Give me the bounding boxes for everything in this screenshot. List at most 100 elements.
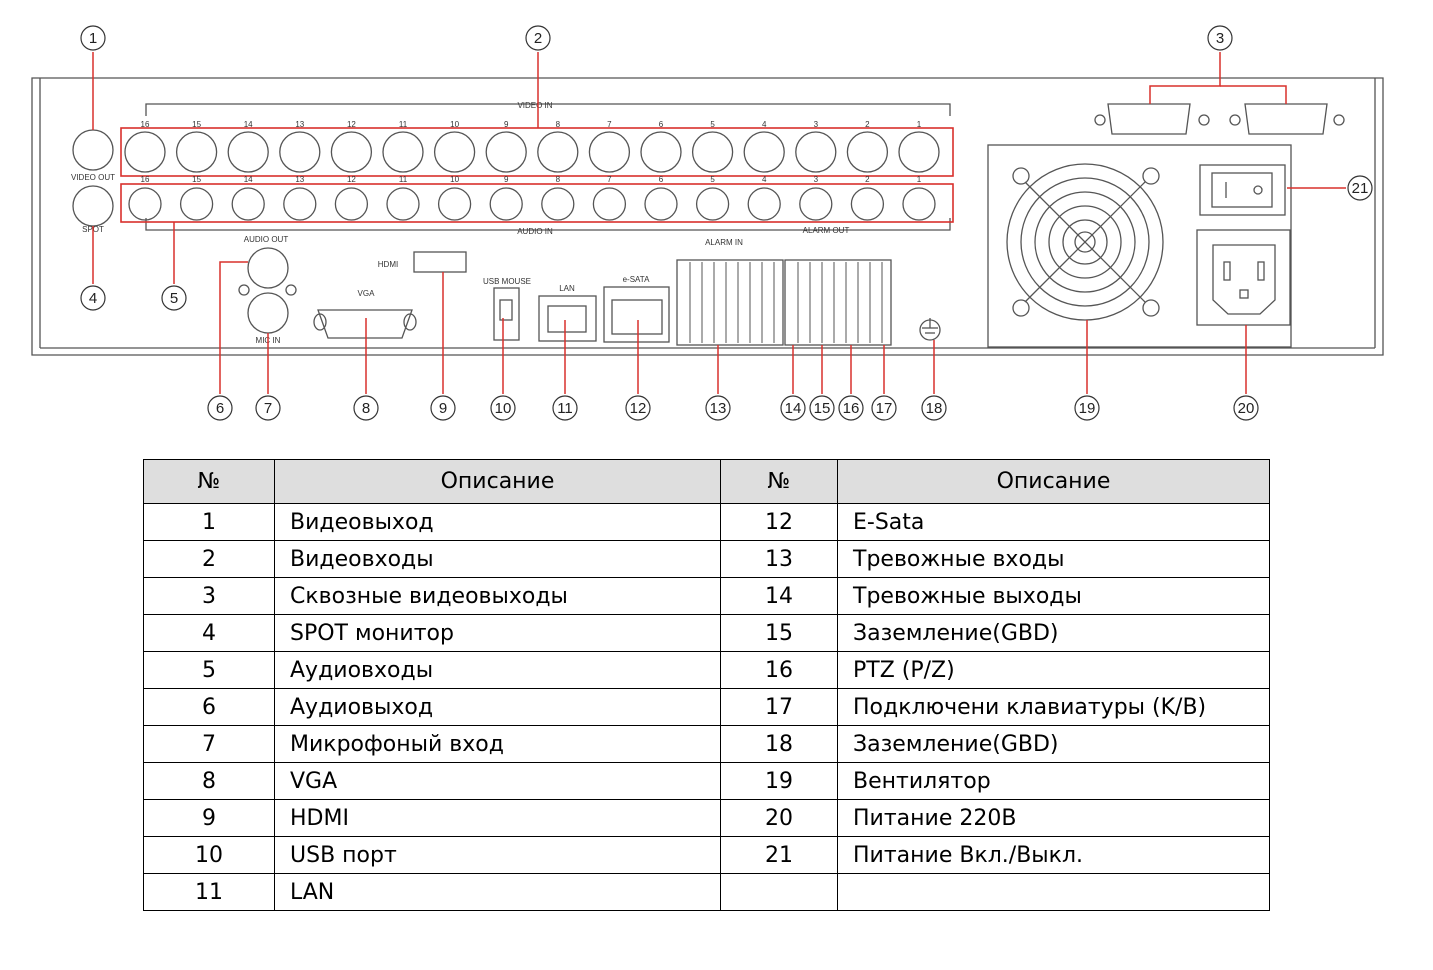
callout-circle <box>207 395 233 421</box>
rear-panel-diagram: VIDEO IN AUDIO IN VIDEO OUT SPOT AUDIO O… <box>31 25 1384 421</box>
video-channel-number: 5 <box>710 120 715 129</box>
video-channel-number: 16 <box>141 120 150 129</box>
callout-circle <box>705 395 731 421</box>
spot-bnc-icon <box>72 185 114 227</box>
audio-channel-number: 6 <box>659 175 664 184</box>
audio-channel-number: 8 <box>556 175 561 184</box>
video-in-bnc-icon <box>279 131 321 173</box>
audio-in-rca-icon <box>695 187 730 221</box>
callout-circle <box>780 395 806 421</box>
video-in-bnc-icon <box>382 131 424 173</box>
callout-leader <box>1220 85 1287 104</box>
row-desc-left: Видеовходы <box>274 540 721 578</box>
label-hdmi: HDMI <box>378 260 398 269</box>
alarm-in-block <box>676 259 784 346</box>
row-desc-right: Вентилятор <box>837 762 1270 800</box>
hdmi-port-icon <box>413 251 467 273</box>
row-num-right: 13 <box>720 540 838 578</box>
callout-circle <box>871 395 897 421</box>
callout-number: 1 <box>89 30 97 47</box>
callout-number: 8 <box>362 400 370 417</box>
audio-channel-number: 4 <box>762 175 767 184</box>
callout-number: 15 <box>814 400 831 417</box>
row-num-right <box>720 873 838 911</box>
callout-number: 17 <box>876 400 893 417</box>
label-video-in: VIDEO IN <box>517 101 552 110</box>
row-desc-right: Заземление(GBD) <box>837 614 1270 652</box>
callout-number: 11 <box>557 400 573 417</box>
label-vga: VGA <box>358 289 376 298</box>
audio-in-rca-icon <box>799 187 833 221</box>
audio-channel-number: 7 <box>607 175 612 184</box>
row-desc-left: Аудиовходы <box>274 651 721 689</box>
callout-circle <box>921 395 947 421</box>
callout-circle <box>525 25 551 51</box>
row-num-left: 5 <box>143 651 275 689</box>
audio-channel-number: 11 <box>399 175 408 184</box>
table-header-row: № Описание № Описание <box>143 459 1270 504</box>
row-desc-left: Микрофоный вход <box>274 725 721 763</box>
row-num-right: 18 <box>720 725 838 763</box>
callout-number: 13 <box>710 400 727 417</box>
row-num-left: 6 <box>143 688 275 726</box>
video-in-highlight <box>120 127 954 177</box>
callout-circle <box>1074 395 1100 421</box>
callout-number: 4 <box>89 290 97 307</box>
callout-number: 18 <box>926 400 943 417</box>
alarm-out-block <box>784 259 892 346</box>
callout-number: 14 <box>785 400 802 417</box>
row-desc-left: SPOT монитор <box>274 614 721 652</box>
video-channel-number: 6 <box>659 120 664 129</box>
audio-in-rca-icon <box>128 187 162 221</box>
row-num-left: 4 <box>143 614 275 652</box>
video-in-bnc-icon <box>588 131 631 173</box>
callout-number: 9 <box>439 400 447 417</box>
row-desc-right: Подключени клавиатуры (K/B) <box>837 688 1270 726</box>
audio-channel-number: 5 <box>710 175 715 184</box>
power-switch-icon <box>1199 164 1286 216</box>
video-in-bnc-icon <box>175 131 218 173</box>
video-channel-number: 10 <box>450 120 459 129</box>
label-usb-mouse: USB MOUSE <box>483 277 531 286</box>
callout-circle <box>1347 175 1373 201</box>
header-num-left: № <box>143 459 275 504</box>
row-desc-left: VGA <box>274 762 721 800</box>
callout-number: 20 <box>1238 400 1255 417</box>
callout-number: 21 <box>1352 180 1369 197</box>
callout-number: 2 <box>534 30 542 47</box>
row-desc-right: Тревожные входы <box>837 540 1270 578</box>
row-num-right: 15 <box>720 614 838 652</box>
audio-in-rca-icon <box>179 187 214 221</box>
audio-channel-number: 3 <box>814 175 819 184</box>
video-in-bnc-icon <box>795 131 837 173</box>
label-esata: e-SATA <box>623 275 650 284</box>
usb-port-icon <box>493 287 520 341</box>
callout-leader <box>219 261 248 394</box>
video-in-bnc-icon <box>227 131 269 173</box>
callout-number: 6 <box>216 400 224 417</box>
callout-circle <box>1207 25 1233 51</box>
video-in-bnc-icon <box>537 131 579 173</box>
callout-circle <box>809 395 835 421</box>
row-num-left: 3 <box>143 577 275 615</box>
row-desc-left: HDMI <box>274 799 721 837</box>
callout-leader <box>1149 52 1221 104</box>
callout-circle <box>490 395 516 421</box>
power-area <box>987 144 1292 348</box>
row-num-left: 2 <box>143 540 275 578</box>
label-alarm-out: ALARM OUT <box>803 226 850 235</box>
row-num-left: 8 <box>143 762 275 800</box>
ground-icon <box>919 318 941 341</box>
row-desc-left: Сквозные видеовыходы <box>274 577 721 615</box>
video-in-bnc-icon <box>124 131 166 173</box>
audio-in-rca-icon <box>541 187 575 221</box>
video-channel-number: 12 <box>347 120 356 129</box>
power-socket-icon <box>1196 229 1291 326</box>
